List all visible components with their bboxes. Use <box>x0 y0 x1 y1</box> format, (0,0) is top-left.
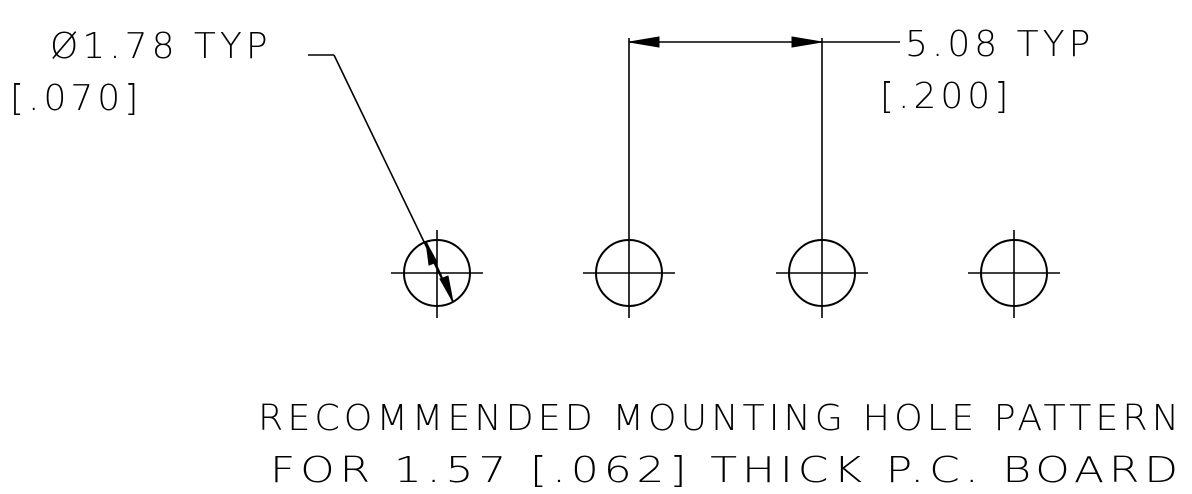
spacing-callout-inch: [.200] <box>880 76 1012 117</box>
diameter-callout-metric: Ø1.78 TYP <box>50 26 272 67</box>
spacing-arrow-left <box>628 36 660 48</box>
center-mark-1 <box>391 230 483 318</box>
diameter-leader-line <box>333 54 454 303</box>
caption-line-1: RECOMMENDED MOUNTING HOLE PATTERN <box>258 398 1183 439</box>
center-mark-4 <box>968 230 1060 318</box>
center-marks <box>391 38 1060 318</box>
spacing-arrow-right <box>791 36 823 48</box>
spacing-dimension <box>628 36 900 48</box>
diameter-leader <box>308 54 454 303</box>
diameter-arrow-bottom <box>439 275 454 303</box>
mounting-holes <box>403 239 1048 307</box>
diameter-callout-inch: [.070] <box>10 78 142 119</box>
center-mark-2 <box>583 38 675 318</box>
diameter-arrow-top <box>425 241 438 266</box>
spacing-callout-metric: 5.08 TYP <box>905 24 1094 65</box>
center-mark-3 <box>776 38 868 318</box>
caption-line-2: FOR 1.57 [.062] THICK P.C. BOARD <box>270 450 1183 491</box>
